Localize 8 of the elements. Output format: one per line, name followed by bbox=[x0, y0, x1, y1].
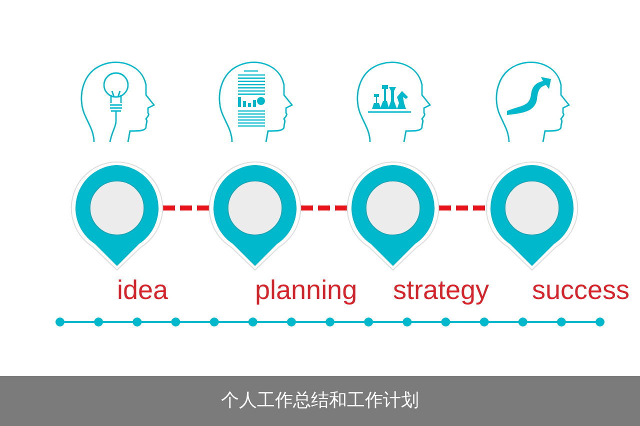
step-label: success bbox=[532, 275, 630, 305]
step-label: planning bbox=[255, 275, 358, 305]
caption-bar: 个人工作总结和工作计划 bbox=[0, 376, 640, 426]
step-label: strategy bbox=[393, 275, 490, 305]
dashed-connector bbox=[439, 206, 486, 210]
dashed-connector bbox=[163, 206, 209, 210]
step-label: idea bbox=[117, 275, 168, 305]
dashed-connector bbox=[301, 206, 347, 210]
